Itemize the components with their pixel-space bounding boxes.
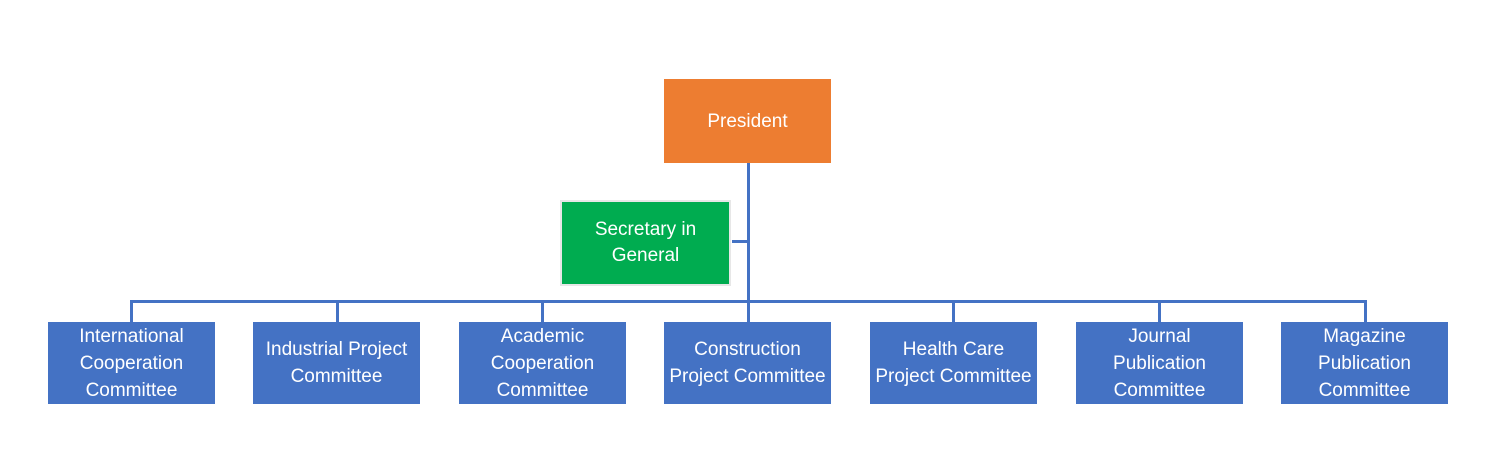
- connector-drop-1: [130, 300, 133, 322]
- connector-drop-2: [336, 300, 339, 322]
- connector-drop-7: [1364, 300, 1367, 322]
- committee-label: International Cooperation Committee: [79, 325, 184, 401]
- node-construction-project-committee: Construction Project Committee: [664, 322, 831, 404]
- node-secretary-label: Secretary in General: [594, 219, 697, 266]
- connector-drop-5: [952, 300, 955, 322]
- committee-label: Health Care Project Committee: [875, 339, 1032, 387]
- connector-secretary-stub: [732, 240, 748, 243]
- connector-drop-4: [747, 300, 750, 322]
- committee-label: Academic Cooperation Committee: [490, 325, 595, 401]
- committee-label: Industrial Project Committee: [265, 339, 408, 387]
- committee-label: Magazine Publication Committee: [1318, 325, 1411, 401]
- connector-president-to-children: [747, 163, 750, 322]
- node-industrial-project-committee: Industrial Project Committee: [253, 322, 420, 404]
- node-international-cooperation-committee: International Cooperation Committee: [48, 322, 215, 404]
- committee-label: Journal Publication Committee: [1113, 325, 1206, 401]
- node-president-label: President: [707, 110, 788, 132]
- connector-drop-3: [541, 300, 544, 322]
- node-magazine-publication-committee: Magazine Publication Committee: [1281, 322, 1448, 404]
- node-journal-publication-committee: Journal Publication Committee: [1076, 322, 1243, 404]
- node-academic-cooperation-committee: Academic Cooperation Committee: [459, 322, 626, 404]
- node-president: President: [664, 79, 831, 163]
- node-secretary-in-general: Secretary in General: [560, 200, 731, 286]
- committee-label: Construction Project Committee: [669, 339, 826, 387]
- node-health-care-project-committee: Health Care Project Committee: [870, 322, 1037, 404]
- connector-drop-6: [1158, 300, 1161, 322]
